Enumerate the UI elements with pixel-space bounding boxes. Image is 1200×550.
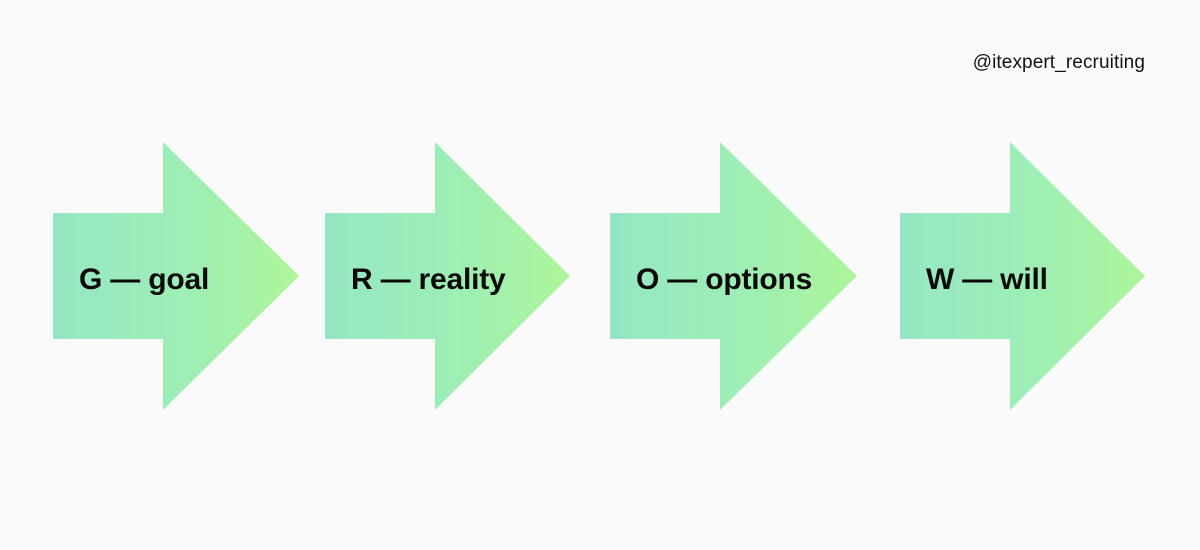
arrow-step-goal[interactable]: G — goal xyxy=(53,142,299,410)
watermark-handle: @itexpert_recruiting xyxy=(972,52,1145,73)
arrow-step-options[interactable]: O — options xyxy=(610,142,857,410)
arrow-step-reality[interactable]: R — reality xyxy=(325,142,570,410)
arrow-step-will[interactable]: W — will xyxy=(900,142,1145,410)
arrow-shape-icon xyxy=(53,142,299,410)
arrow-shape-icon xyxy=(325,142,570,410)
arrow-shape-icon xyxy=(900,142,1145,410)
arrow-shape-icon xyxy=(610,142,857,410)
